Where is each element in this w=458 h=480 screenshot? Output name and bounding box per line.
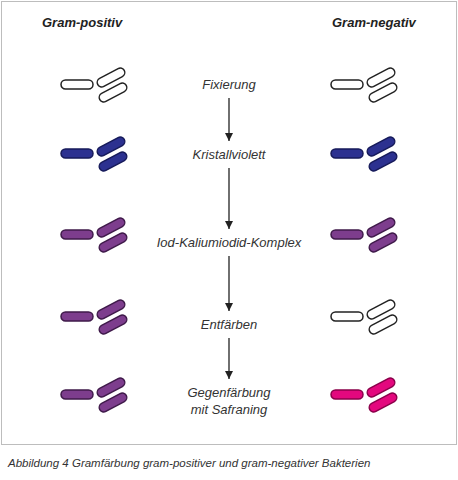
step-label: Gegenfärbung mit Safraning	[182, 384, 277, 418]
flow-arrow	[228, 256, 229, 311]
rod-bacteria	[331, 298, 398, 335]
rod-bacteria	[61, 66, 128, 103]
rod-bacteria	[61, 216, 128, 253]
flow-arrow	[228, 98, 229, 141]
column-heading: Gram-positiv	[42, 14, 122, 31]
step-label: Kristallviolett	[164, 146, 294, 163]
figure-caption: Abbildung 4 Gramfärbung gram-positiver u…	[8, 456, 370, 471]
rod-bacteria	[331, 135, 398, 172]
step-label: Fixierung	[169, 76, 289, 93]
figure-frame	[2, 2, 457, 445]
rod-bacteria	[331, 216, 398, 253]
step-text: Iod-Kaliumiodid-Komplex	[139, 234, 319, 251]
flow-arrow	[228, 168, 229, 229]
rod-bacteria	[331, 376, 398, 413]
rod-bacteria	[61, 376, 128, 413]
rod-bacteria	[61, 298, 128, 335]
step-text: Kristallviolett	[164, 146, 294, 163]
step-label: Iod-Kaliumiodid-Komplex	[139, 234, 319, 251]
flow-arrow	[228, 338, 229, 379]
step-text: Fixierung	[169, 76, 289, 93]
rod-bacteria	[331, 66, 398, 103]
step-text: Gegenfärbung mit Safraning	[182, 384, 277, 418]
rod-bacteria	[61, 135, 128, 172]
step-label: Entfärben	[169, 316, 289, 333]
step-text: Entfärben	[169, 316, 289, 333]
column-heading: Gram-negativ	[332, 14, 416, 31]
